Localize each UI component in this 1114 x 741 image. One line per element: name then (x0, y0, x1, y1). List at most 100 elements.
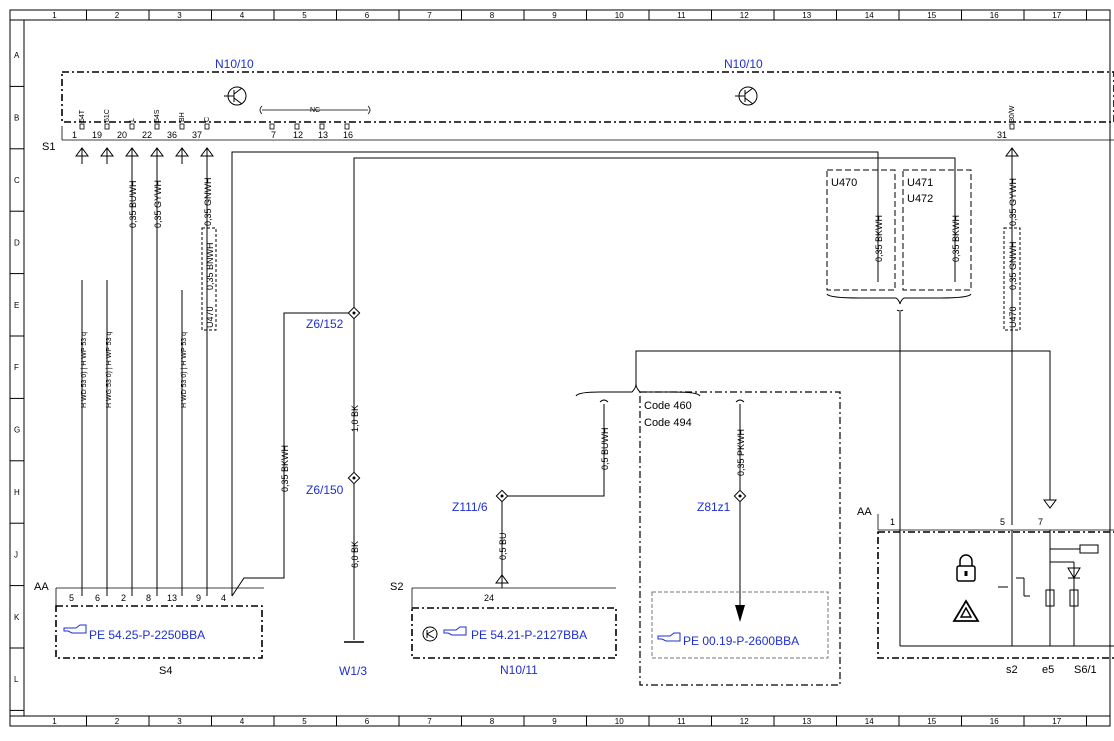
s2-terminal-label: s2 (1006, 664, 1018, 676)
option-label: U470 (831, 177, 857, 189)
u471-u472-option-box (902, 169, 972, 291)
column-label: 16 (990, 11, 999, 20)
wire-label: 0,5 BU (498, 532, 508, 560)
svg-text:8: 8 (146, 593, 151, 603)
row-label: C (14, 176, 20, 185)
resistor-icon (1045, 589, 1055, 607)
option-code: Code 460 (644, 400, 692, 412)
n10-10-left-label[interactable]: N10/10 (215, 57, 254, 71)
pe-54-21-link[interactable]: PE 54.21-P-2127BBA (471, 628, 587, 642)
column-label: 15 (927, 11, 936, 20)
splice-label[interactable]: Z111/6 (452, 500, 488, 514)
pin-number: 24 (484, 593, 494, 603)
aa-right-label: AA (857, 506, 872, 518)
arrow-down-icon (735, 605, 745, 622)
e5-label: e5 (1042, 664, 1054, 676)
column-label: 10 (615, 717, 624, 726)
wire-label: 0,35 GYWH (153, 180, 163, 228)
n10-10-right-label[interactable]: N10/10 (724, 57, 763, 71)
pushbutton-switch-icon (998, 577, 1030, 597)
splice-z6-152[interactable] (347, 306, 361, 320)
s2-label: S2 (390, 581, 403, 593)
svg-text:6: 6 (95, 593, 100, 603)
pin-number: 13 (318, 130, 328, 140)
column-label: 5 (302, 717, 307, 726)
column-label: 14 (865, 11, 874, 20)
pin-code: 61C (104, 109, 111, 122)
column-label: 13 (802, 717, 811, 726)
n10-11-label[interactable]: N10/11 (500, 663, 538, 677)
hand-pointer-icon (443, 626, 467, 636)
wire-label: 0,35 BNWH (205, 242, 215, 290)
s6-1-label[interactable]: S6/1 (1074, 664, 1097, 676)
option-label: U472 (907, 193, 933, 205)
nc-label: NC (310, 107, 320, 114)
column-label: 8 (490, 717, 495, 726)
wire-label: 0,5 BUWH (600, 427, 610, 470)
column-label: 7 (427, 717, 432, 726)
connector-arrow (495, 574, 509, 584)
wire-end (599, 399, 609, 403)
column-label: 11 (677, 717, 686, 726)
pin-code: L (129, 118, 136, 122)
splice-z81z1[interactable] (733, 489, 747, 503)
transistor-icon (735, 86, 758, 106)
row-label: G (14, 426, 20, 435)
pin-code: 30/W (1009, 105, 1016, 122)
column-label: 8 (490, 11, 495, 20)
column-label: 9 (552, 11, 557, 20)
column-label: 15 (927, 717, 936, 726)
s6-1-module-box (877, 531, 1114, 659)
row-label: B (14, 114, 19, 123)
svg-text:9: 9 (196, 593, 201, 603)
s4-label[interactable]: S4 (159, 665, 172, 677)
row-label: D (14, 238, 20, 247)
row-label: A (14, 51, 20, 60)
column-label: 17 (1052, 11, 1061, 20)
column-label: 1 (52, 717, 57, 726)
splice-z6-150[interactable] (347, 471, 361, 485)
resistor-icon (1069, 589, 1079, 607)
splice-label[interactable]: Z6/152 (306, 317, 344, 331)
hand-pointer-icon (63, 624, 87, 634)
pin-code: 54T (79, 109, 86, 122)
transistor-icon (224, 86, 247, 106)
w1-3-label[interactable]: W1/3 (339, 664, 367, 678)
s1-label[interactable]: S1 (42, 141, 55, 153)
column-label: 17 (1052, 717, 1061, 726)
wire-end (735, 399, 745, 403)
column-label: 6 (365, 717, 370, 726)
pin-number: 12 (293, 130, 303, 140)
s6-1-internal-circuit (1011, 530, 1080, 646)
column-label: 12 (740, 717, 749, 726)
splice-label[interactable]: Z6/150 (306, 483, 344, 497)
column-grid: 1122334455667788991010111112121313141415… (52, 10, 1087, 726)
wire-label: 0,35 PKWH (736, 429, 746, 476)
column-label: 16 (990, 717, 999, 726)
transistor-icon (422, 626, 438, 642)
column-label: 13 (802, 11, 811, 20)
nc-bracket (259, 105, 371, 115)
pe-54-25-link[interactable]: PE 54.25-P-2250BBA (89, 628, 205, 642)
splice-z111-6[interactable] (495, 489, 509, 503)
column-label: 11 (677, 11, 686, 20)
wire-label: 6,0 BK (350, 541, 360, 568)
u470-option-box (201, 227, 217, 331)
splice-label[interactable]: Z81z1 (697, 500, 731, 514)
pin-number: 19 (92, 130, 102, 140)
pin-number: 7 (271, 130, 276, 140)
row-label: E (14, 301, 19, 310)
pin-markers (79, 123, 1015, 130)
pe-00-19-link[interactable]: PE 00.19-P-2600BBA (683, 634, 799, 648)
column-label: 3 (177, 717, 182, 726)
wire-label: H WG 53 0) | H WP 53 q (106, 332, 113, 408)
pin-number: 37 (192, 130, 202, 140)
svg-text:13: 13 (167, 593, 177, 603)
option-label: U470 (1008, 306, 1018, 328)
hazard-warning-icon (952, 599, 980, 622)
pin-number: 1 (72, 130, 77, 140)
column-label: 4 (240, 717, 245, 726)
pin-number: 22 (142, 130, 152, 140)
